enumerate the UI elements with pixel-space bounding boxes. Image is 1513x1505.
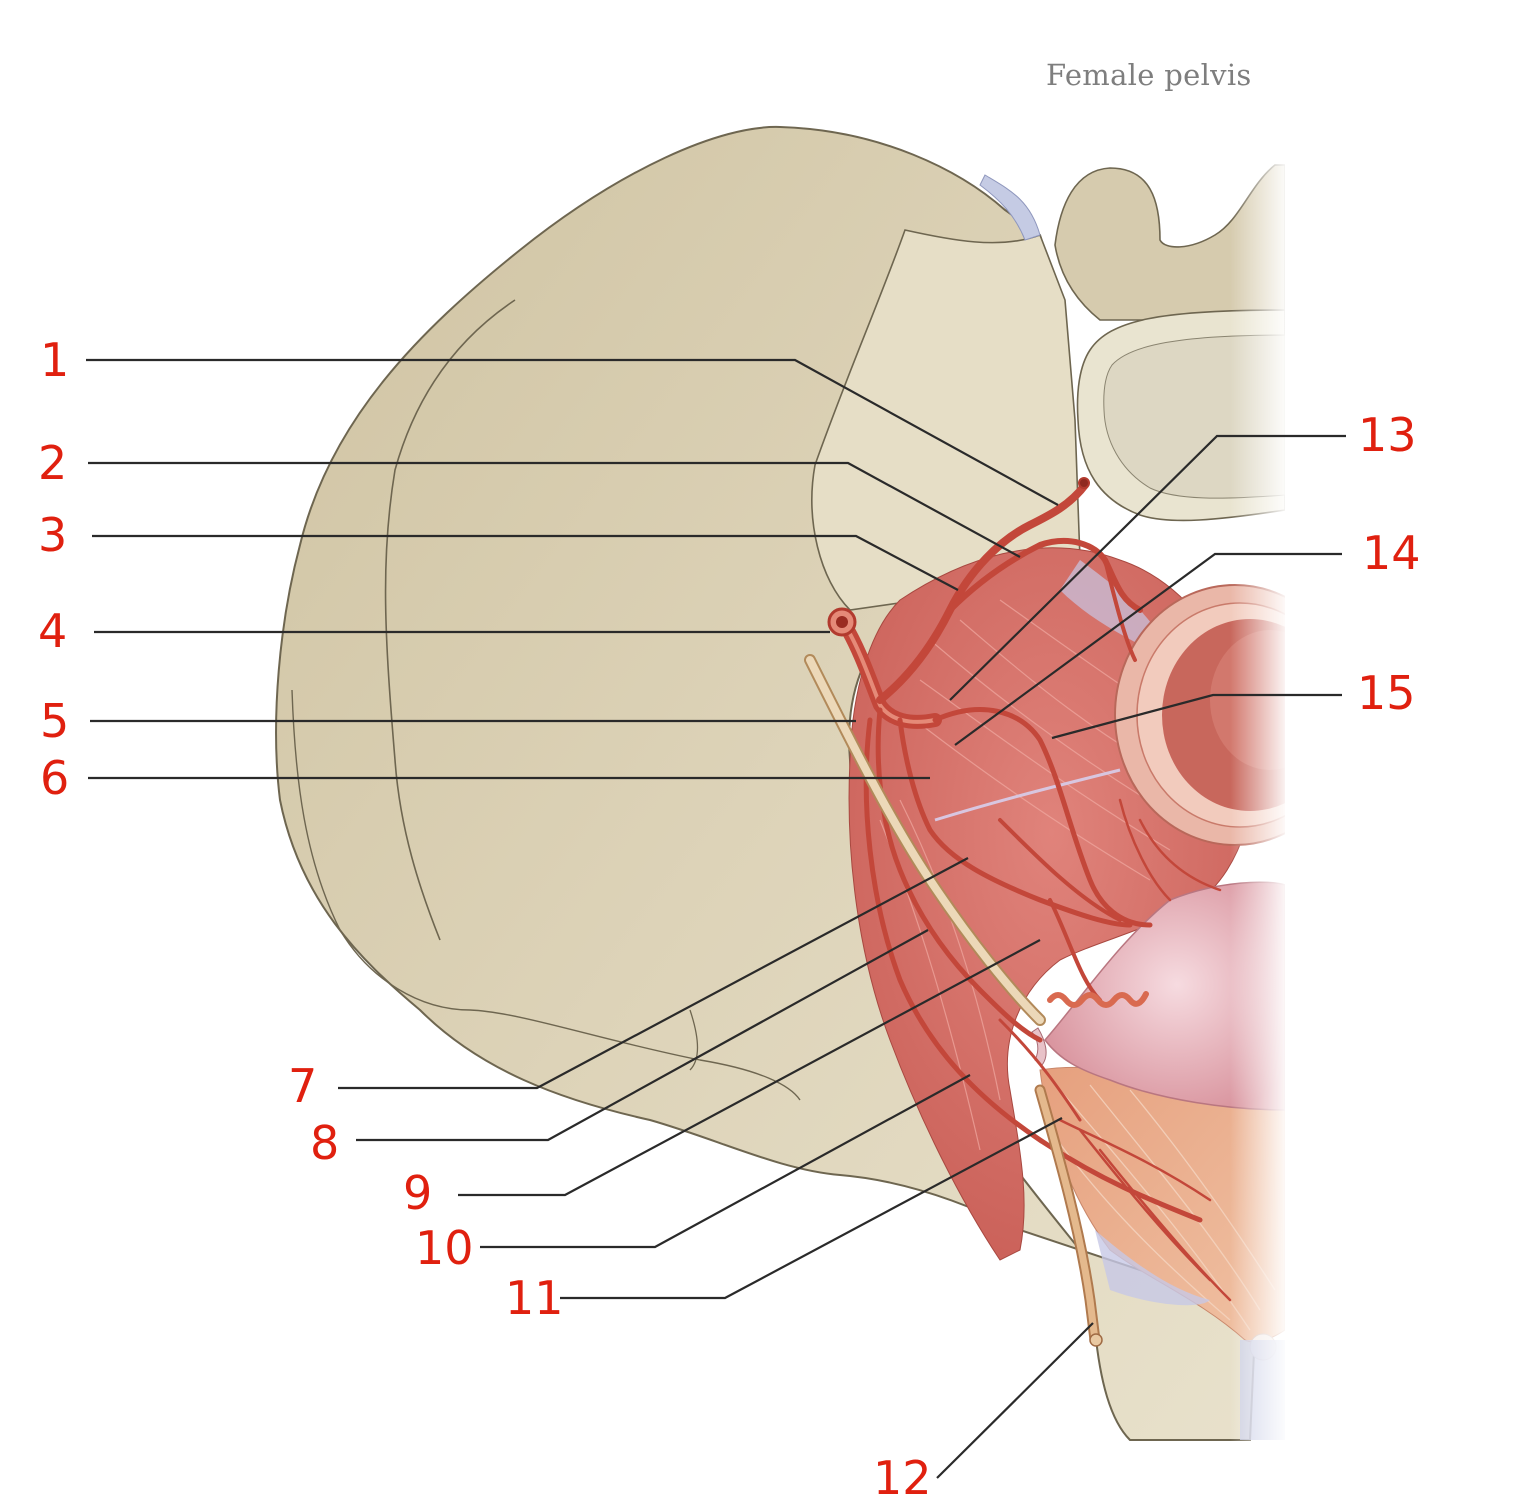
uterine-coil xyxy=(1047,991,1149,1008)
superior-gluteal xyxy=(947,538,1143,613)
label-number-11: 11 xyxy=(505,1271,564,1325)
label-number-13: 13 xyxy=(1358,408,1417,462)
label-number-15: 15 xyxy=(1357,666,1416,720)
diagram-title: Female pelvis xyxy=(1046,58,1252,92)
leader-line-1 xyxy=(86,358,1059,506)
lateral-sacral-cut-end xyxy=(1078,477,1090,489)
lateral-sacral xyxy=(1103,558,1137,662)
vesical-branch xyxy=(998,1018,1082,1122)
leader-lines xyxy=(86,358,1346,1479)
leader-line-10 xyxy=(480,1074,971,1249)
posterior-division xyxy=(876,481,1089,704)
leader-line-2 xyxy=(88,461,1021,558)
leader-line-13 xyxy=(949,434,1346,701)
arteries xyxy=(827,477,1232,1302)
leader-line-9 xyxy=(458,939,1041,1197)
obturator-line xyxy=(689,1009,699,1071)
label-number-3: 3 xyxy=(38,508,68,562)
label-number-4: 4 xyxy=(38,604,68,658)
bladder-neck xyxy=(1031,1027,1047,1066)
leader-line-11 xyxy=(560,1117,1063,1300)
ligament-band xyxy=(934,768,1121,822)
label-number-5: 5 xyxy=(40,694,70,748)
superior-rectal-branches xyxy=(1118,798,1222,902)
leader-line-3 xyxy=(92,534,959,591)
perineal-branches xyxy=(1058,1118,1232,1302)
label-number-14: 14 xyxy=(1362,526,1421,580)
middle-rectal xyxy=(998,818,1122,922)
label-number-2: 2 xyxy=(38,436,68,490)
leader-line-15 xyxy=(1051,693,1342,740)
umbilical-artery xyxy=(932,707,1153,928)
anterior-rim xyxy=(291,689,801,1101)
leader-line-12 xyxy=(936,1322,1094,1479)
label-number-6: 6 xyxy=(40,751,70,805)
nerve-cut-end xyxy=(1089,1333,1103,1347)
label-number-1: 1 xyxy=(40,333,70,387)
leader-line-14 xyxy=(954,552,1342,746)
label-number-8: 8 xyxy=(310,1116,340,1170)
internal-pudendal xyxy=(863,717,1203,1223)
label-number-12: 12 xyxy=(873,1451,932,1505)
midline-fade xyxy=(1230,150,1290,1450)
lumbar-vertebra xyxy=(1054,164,1286,321)
label-number-10: 10 xyxy=(415,1221,474,1275)
obturator-membrane xyxy=(1095,1230,1210,1306)
leader-line-8 xyxy=(356,929,929,1142)
label-number-7: 7 xyxy=(288,1059,318,1113)
label-number-9: 9 xyxy=(403,1166,433,1220)
iliac-crest-inner-line xyxy=(384,299,516,941)
obturator-artery xyxy=(875,707,1043,1043)
sacral-ala xyxy=(811,229,1081,611)
leader-line-7 xyxy=(338,857,969,1090)
iliolumbar-ligament xyxy=(979,174,1041,241)
